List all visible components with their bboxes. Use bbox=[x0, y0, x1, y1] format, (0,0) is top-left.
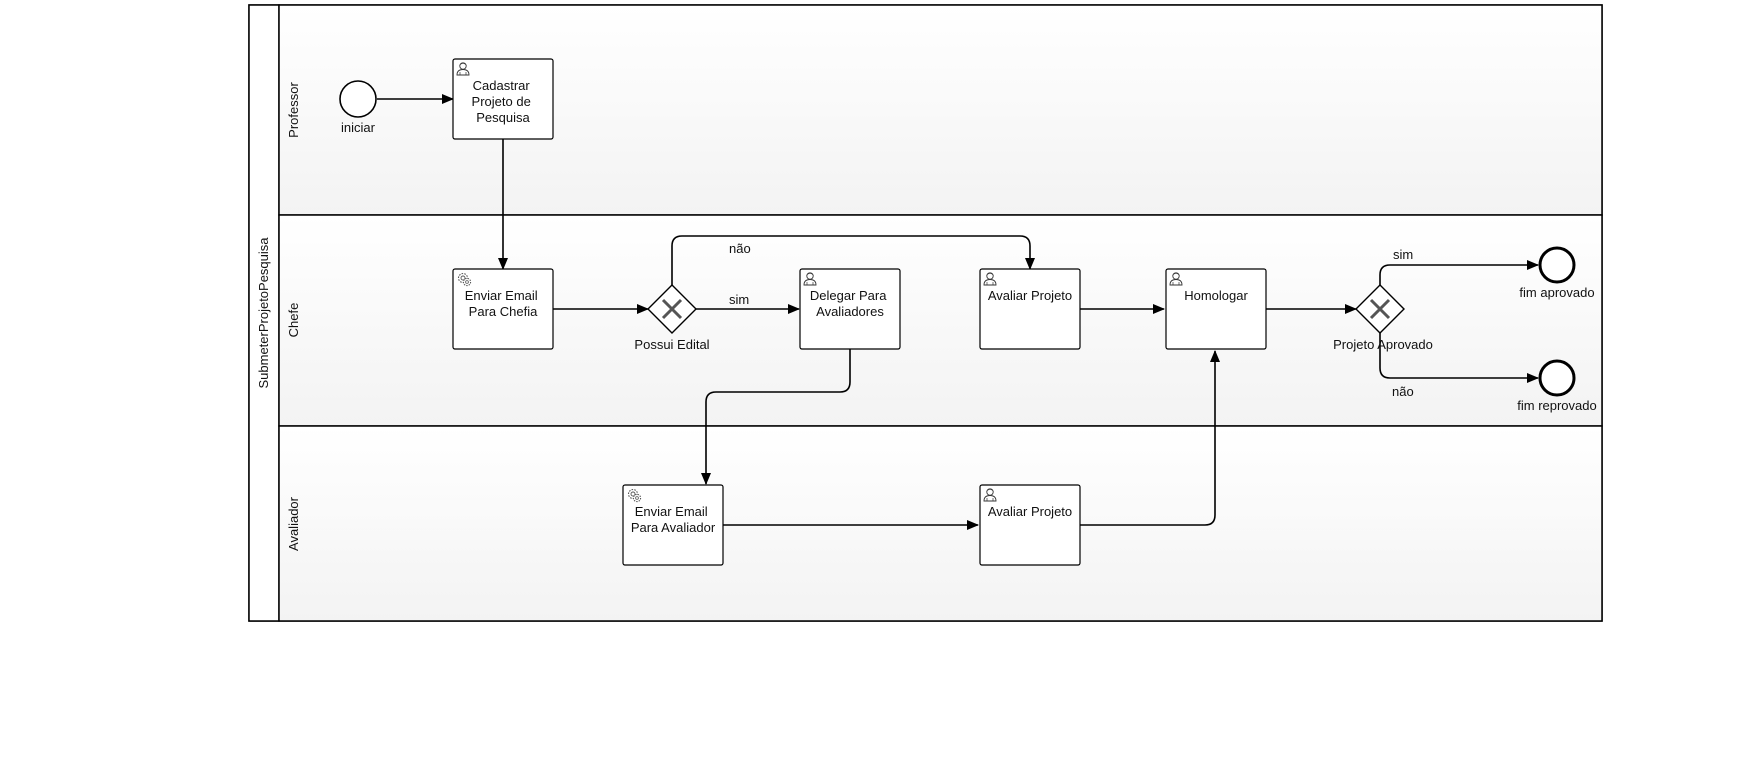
task-label-line: Avaliadores bbox=[816, 304, 884, 319]
task-box[interactable] bbox=[452, 268, 554, 350]
lane-avaliador-body bbox=[278, 425, 1603, 622]
end-event-aprovado-circle[interactable] bbox=[1538, 246, 1576, 284]
lane-label-chefe: Chefe bbox=[286, 303, 301, 338]
task-label-line: Para Chefia bbox=[469, 304, 538, 319]
task-label-line: Projeto de bbox=[472, 94, 531, 109]
lane-label-avaliador: Avaliador bbox=[286, 496, 301, 551]
pool-label: SubmeterProjetoPesquisa bbox=[256, 237, 271, 389]
flow-label-aprovado-nao: não bbox=[1392, 384, 1414, 399]
task-label-line: Cadastrar bbox=[473, 78, 531, 93]
sequence-flows bbox=[377, 94, 1539, 530]
task-avaliar-projeto-chefe[interactable]: Avaliar Projeto bbox=[979, 268, 1081, 350]
gateway-possui-edital-label: Possui Edital bbox=[634, 337, 709, 352]
lane-label-professor: Professor bbox=[286, 82, 301, 138]
gateway-projeto-aprovado[interactable]: Projeto Aprovado bbox=[1333, 284, 1433, 352]
task-homologar[interactable]: Homologar bbox=[1165, 268, 1267, 350]
gateway-possui-edital[interactable]: Possui Edital bbox=[634, 284, 710, 352]
flow-projeto-aprovado-sim[interactable] bbox=[1379, 260, 1539, 285]
task-label: Cadastrar Projeto de Pesquisa bbox=[472, 78, 535, 125]
start-event-circle[interactable] bbox=[339, 80, 377, 118]
end-event-reprovado-label: fim reprovado bbox=[1517, 398, 1596, 413]
task-label: Avaliar Projeto bbox=[988, 288, 1072, 303]
task-label-line: Para Avaliador bbox=[631, 520, 716, 535]
end-event-reprovado[interactable]: fim reprovado bbox=[1517, 359, 1597, 413]
task-label-line: Delegar Para bbox=[810, 288, 887, 303]
start-event-label: iniciar bbox=[341, 120, 376, 135]
task-label: Enviar Email Para Chefia bbox=[465, 288, 542, 319]
end-event-reprovado-circle[interactable] bbox=[1538, 359, 1576, 397]
end-event-aprovado-label: fim aprovado bbox=[1519, 285, 1594, 300]
flow-avaliar-avaliador-to-homologar[interactable] bbox=[1080, 350, 1220, 526]
task-label: Delegar Para Avaliadores bbox=[810, 288, 890, 319]
task-label: Homologar bbox=[1184, 288, 1248, 303]
task-label-line: Avaliar Projeto bbox=[988, 288, 1072, 303]
task-label-line: Avaliar Projeto bbox=[988, 504, 1072, 519]
pool-header bbox=[248, 4, 280, 622]
flow-projeto-aprovado-nao[interactable] bbox=[1379, 333, 1539, 383]
task-label-line: Enviar Email bbox=[635, 504, 708, 519]
task-label-line: Pesquisa bbox=[476, 110, 530, 125]
task-box[interactable] bbox=[799, 268, 901, 350]
flow-label-possui-nao: não bbox=[729, 241, 751, 256]
task-enviar-email-avaliador[interactable]: Enviar Email Para Avaliador bbox=[622, 484, 724, 566]
task-label: Avaliar Projeto bbox=[988, 504, 1072, 519]
flow-possui-edital-nao[interactable] bbox=[671, 235, 1035, 285]
flow-label-aprovado-sim: sim bbox=[1393, 247, 1413, 262]
end-event-aprovado[interactable]: fim aprovado bbox=[1519, 246, 1595, 300]
task-enviar-email-chefia[interactable]: Enviar Email Para Chefia bbox=[452, 268, 554, 350]
task-box[interactable] bbox=[979, 268, 1081, 350]
task-label: Enviar Email Para Avaliador bbox=[631, 504, 716, 535]
task-box[interactable] bbox=[1165, 268, 1267, 350]
gateway-x-icon bbox=[1369, 298, 1391, 320]
task-avaliar-projeto-avaliador[interactable]: Avaliar Projeto bbox=[979, 484, 1081, 566]
flow-label-possui-sim: sim bbox=[729, 292, 749, 307]
lane-avaliador: Avaliador bbox=[278, 425, 1603, 622]
flow-delegar-to-email-avaliador[interactable] bbox=[701, 349, 851, 485]
gateway-projeto-aprovado-label: Projeto Aprovado bbox=[1333, 337, 1433, 352]
gateway-x-icon bbox=[661, 298, 683, 320]
task-label-line: Enviar Email bbox=[465, 288, 538, 303]
task-box[interactable] bbox=[979, 484, 1081, 566]
task-delegar-avaliadores[interactable]: Delegar Para Avaliadores bbox=[799, 268, 901, 350]
task-label-line: Homologar bbox=[1184, 288, 1248, 303]
task-box[interactable] bbox=[452, 58, 554, 140]
task-box[interactable] bbox=[622, 484, 724, 566]
start-event[interactable]: iniciar bbox=[339, 80, 377, 135]
task-cadastrar-projeto[interactable]: Cadastrar Projeto de Pesquisa bbox=[452, 58, 554, 140]
